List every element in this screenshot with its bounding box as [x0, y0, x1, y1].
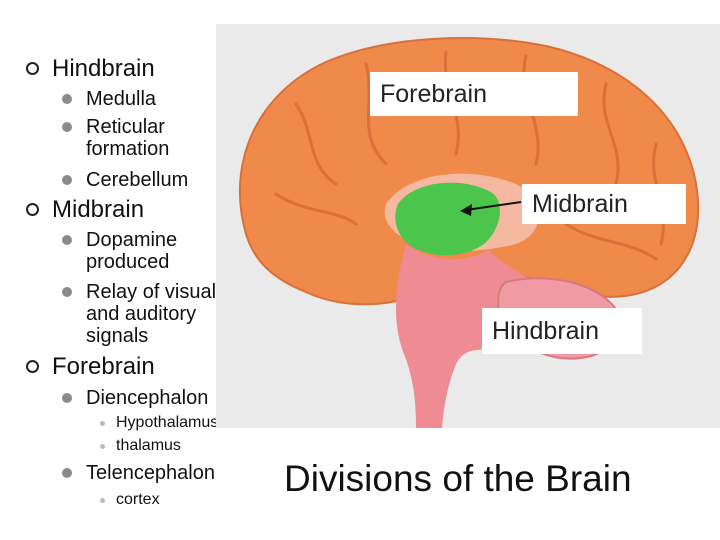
outline-item-diencephalon: Diencephalon: [86, 387, 209, 409]
level2-bullet-icon: [62, 235, 72, 245]
arrow-head-icon: [460, 204, 472, 216]
level2-bullet-icon: [62, 94, 72, 104]
outline-item-telencephalon: Telencephalon: [86, 462, 215, 484]
outline-item-cerebellum: Cerebellum: [86, 169, 189, 191]
outline-heading-hindbrain: Hindbrain: [52, 55, 155, 82]
label-forebrain: Forebrain: [370, 72, 578, 116]
label-midbrain: Midbrain: [522, 184, 686, 224]
outline-item-relay-signals: Relay of visual and auditory signals: [86, 281, 217, 347]
outline-subitem-thalamus: thalamus: [116, 437, 181, 454]
level3-bullet-icon: [100, 421, 105, 426]
midbrain-arrow: [465, 201, 522, 211]
outline-heading-forebrain: Forebrain: [52, 353, 155, 380]
level1-bullet-icon: [26, 62, 39, 75]
outline-subitem-hypothalamus: Hypothalamus: [116, 414, 219, 431]
level2-bullet-icon: [62, 393, 72, 403]
midbrain-shape: [395, 182, 500, 256]
level1-bullet-icon: [26, 360, 39, 373]
outline-subitem-cortex: cortex: [116, 491, 160, 508]
outline-item-medulla: Medulla: [86, 88, 157, 110]
level3-bullet-icon: [100, 444, 105, 449]
level2-bullet-icon: [62, 468, 72, 478]
outline-item-dopamine: Dopamine produced: [86, 229, 178, 273]
brain-diagram: Forebrain Midbrain Hindbrain: [216, 24, 720, 428]
level2-bullet-icon: [62, 287, 72, 297]
cortex-shape: [238, 37, 700, 306]
outline-item-reticular-formation: Reticular formation: [86, 116, 170, 160]
level3-bullet-icon: [100, 498, 105, 503]
level2-bullet-icon: [62, 175, 72, 185]
level2-bullet-icon: [62, 122, 72, 132]
outline-heading-midbrain: Midbrain: [52, 196, 145, 223]
level1-bullet-icon: [26, 203, 39, 216]
label-hindbrain: Hindbrain: [482, 308, 642, 354]
slide-caption: Divisions of the Brain: [284, 458, 632, 499]
outline-list: Hindbrain Medulla Reticular formation Ce…: [0, 0, 290, 540]
